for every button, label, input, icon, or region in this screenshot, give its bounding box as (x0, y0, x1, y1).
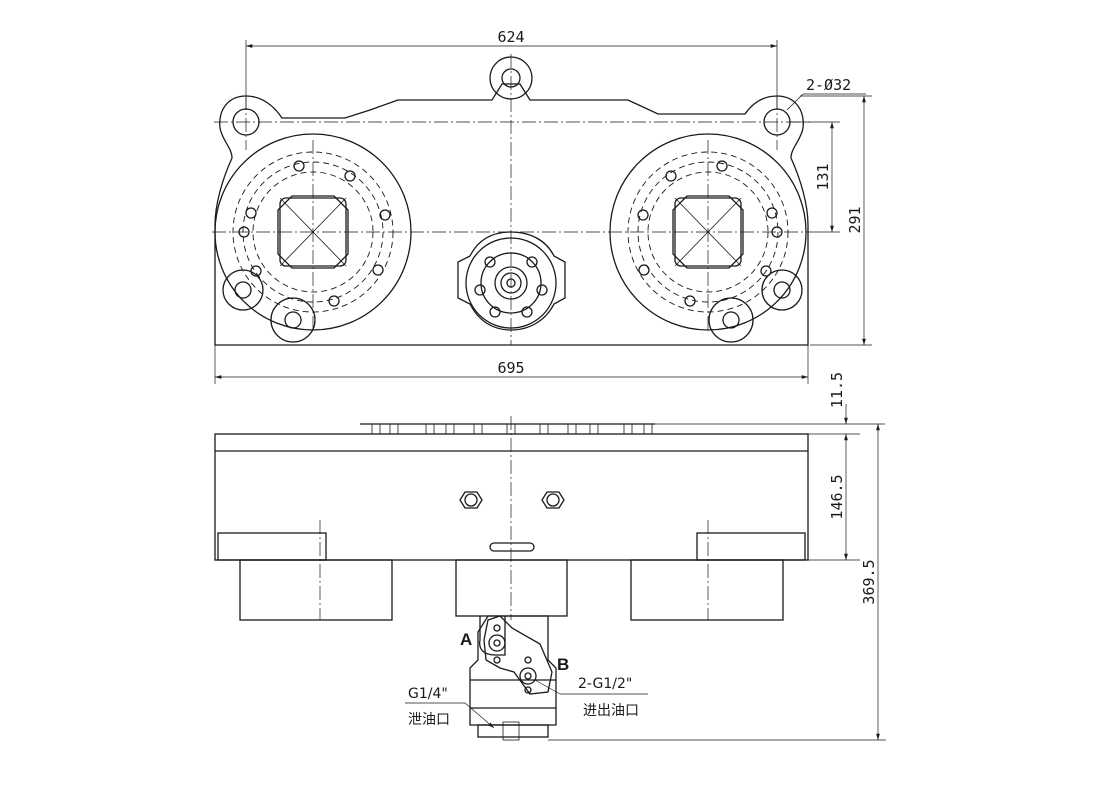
dim-146-5: 146.5 (808, 434, 860, 561)
drain-port-callout: G1/4" 泄油口 (405, 686, 495, 729)
center-hydraulic-motor (457, 231, 566, 331)
dim-hole-diameter-text: 2-Ø32 (806, 76, 851, 94)
dim-369-5: 369.5 (548, 424, 886, 741)
dim-624: 624 (245, 28, 778, 110)
left-motor-body (239, 559, 393, 621)
dim-11-5: 11.5 (655, 372, 885, 435)
port-b-circle (519, 667, 537, 685)
dim-624-text: 624 (497, 28, 524, 46)
dim-695-text: 695 (497, 359, 524, 377)
left-flange-bolts (238, 160, 391, 307)
top-view: 624 2-Ø32 131 291 695 (212, 28, 872, 384)
dim-131-text: 131 (814, 163, 832, 190)
dim-146-5-text: 146.5 (828, 474, 846, 519)
port-plate (483, 615, 553, 695)
slot (489, 542, 535, 552)
main-port-callout: 2-G1/2" 进出油口 (534, 676, 648, 719)
port-b-label: B (557, 655, 569, 674)
right-motor-flange (609, 133, 807, 343)
motor-lower-housing (469, 615, 557, 726)
right-flange-bolts (637, 160, 783, 307)
motor-shaft-base (477, 724, 549, 738)
top-bolts (360, 423, 655, 435)
left-flange-plate (217, 532, 327, 561)
dim-hole-diameter: 2-Ø32 (786, 76, 866, 111)
dim-695: 695 (214, 345, 809, 384)
dim-131: 131 (790, 121, 840, 233)
valve-body (214, 433, 809, 561)
hex-plug-right (541, 491, 565, 509)
right-flange-plate (696, 532, 806, 561)
hex-plug-left (459, 491, 483, 509)
dim-11-5-text: 11.5 (828, 372, 846, 408)
center-motor-body (455, 559, 568, 617)
drain-port-size: G1/4" (408, 686, 448, 702)
plate-outline (214, 83, 809, 346)
dim-291: 291 (800, 95, 872, 346)
port-a-label: A (460, 630, 472, 649)
left-motor-flange (214, 133, 412, 343)
main-port-size: 2-G1/2" (578, 676, 632, 692)
port-a-circle (488, 634, 506, 652)
drain-port-name: 泄油口 (408, 712, 450, 728)
dim-291-text: 291 (846, 206, 864, 233)
main-port-name: 进出油口 (583, 703, 639, 719)
dim-369-5-text: 369.5 (860, 559, 878, 604)
right-motor-body (630, 559, 784, 621)
front-view: A B G1/4" 泄油口 2-G1/2" 进出油口 11.5 146.5 (214, 372, 886, 741)
